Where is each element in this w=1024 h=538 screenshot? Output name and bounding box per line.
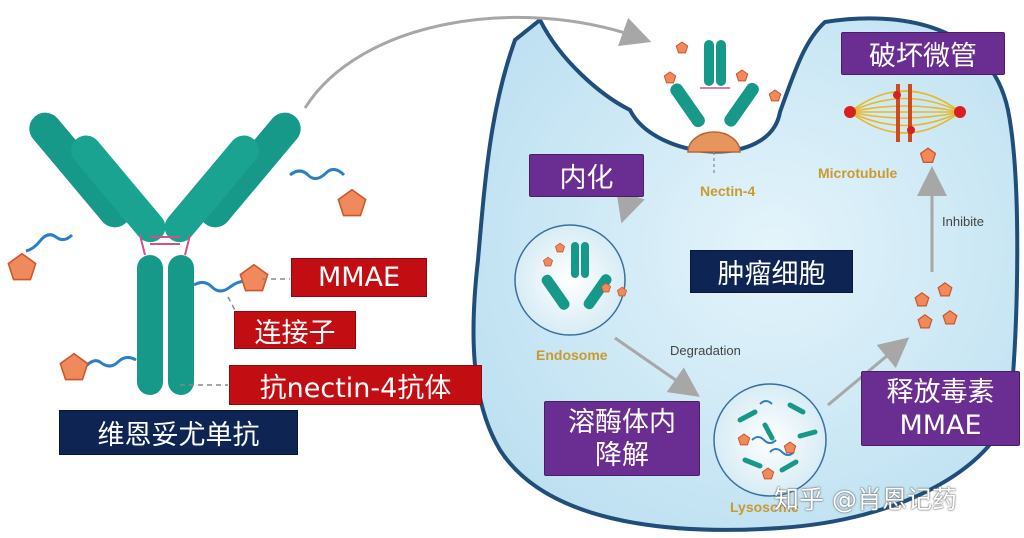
release-mmae-tag: 释放毒素 MMAE [861,371,1020,446]
lysosome-label: Lysosome [730,499,799,515]
mmae-tag: MMAE [291,258,427,297]
nectin4-label: Nectin-4 [700,183,755,199]
nectin4-receptor [687,131,741,153]
disrupt-microtubules-tag: 破坏微管 [841,32,1005,75]
curved-arrow [303,16,652,109]
lysosome-fragments [737,402,818,473]
degradation-label: Degradation [670,343,741,358]
anti-nectin4-tag: 抗nectin-4抗体 [229,365,482,405]
drug-name-tag: 维恩妥尤单抗 [59,410,298,455]
lysosomal-degradation-line2: 降解 [595,439,649,471]
microtubule-label: Microtubule [818,165,898,181]
microtubule-spindle [849,90,961,134]
endosome [514,224,626,336]
antibody-small [670,40,759,128]
inhibite-label: Inhibite [942,214,984,229]
release-mmae-line1: 释放毒素 [886,376,995,408]
release-mmae-line2: MMAE [899,409,982,441]
tumor-cell-tag: 肿瘤细胞 [690,250,853,293]
leader-lines [180,278,290,386]
endosome-antibody [541,242,612,310]
linker-payloads-large [25,168,346,368]
endosome-label: Endosome [536,347,608,363]
watermark: 知乎 @肖恩记药 [774,485,957,514]
linker-tag: 连接子 [234,311,356,349]
lysosomal-degradation-line1: 溶酶体内 [568,406,676,438]
antibody-large [29,112,301,395]
internalization-tag: 内化 [529,154,644,197]
lysosomal-degradation-tag: 溶酶体内 降解 [544,401,700,476]
